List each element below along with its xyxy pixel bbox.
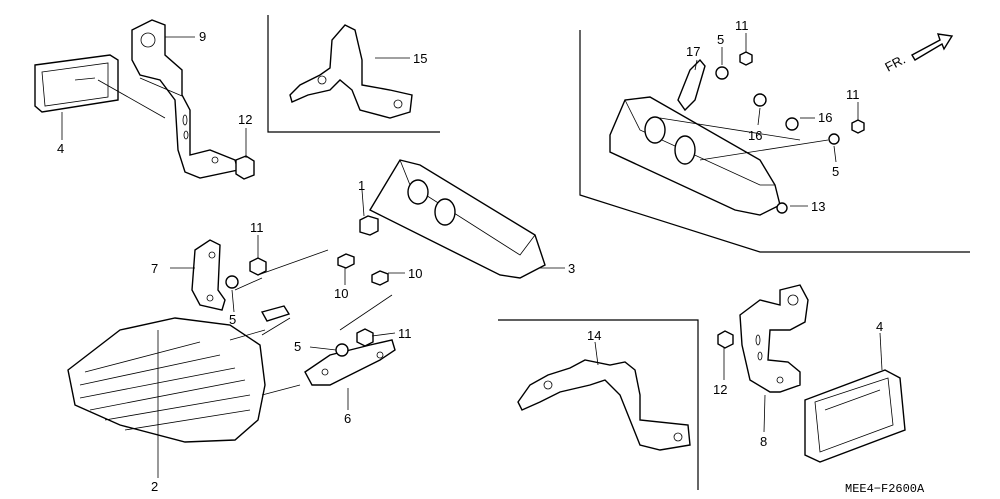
callout-10-b: 10 [408,266,422,281]
callouts: 9 4 12 15 17 5 11 16 16 11 5 13 1 3 11 7… [57,18,883,494]
bracket-14 [517,359,691,451]
diagram-code: MEE4−F2600A [845,482,925,496]
callout-11-right: 11 [846,87,860,102]
callout-8: 8 [760,434,767,449]
callout-17: 17 [686,44,700,59]
callout-14: 14 [587,328,601,343]
reflector-bracket-assembly-right [717,284,906,463]
callout-16-b: 16 [818,110,832,125]
front-direction-arrow-icon: FR. [882,33,954,75]
callout-11-mid: 11 [250,220,264,235]
bracket-15-inset [289,24,413,119]
callout-15: 15 [413,51,427,66]
callout-7: 7 [151,261,158,276]
callout-12-bottom: 12 [713,382,727,397]
callout-16-a: 16 [748,128,762,143]
bracket-6 [304,294,396,386]
callout-2: 2 [151,479,158,494]
tail-light-lens-2 [67,305,301,443]
callout-5-low: 5 [294,339,301,354]
callout-11-low: 11 [398,326,412,341]
callout-6: 6 [344,411,351,426]
callout-12-top: 12 [238,112,252,127]
callout-13: 13 [811,199,825,214]
reflector-bracket-assembly-left [34,19,255,180]
callout-3: 3 [568,261,575,276]
callout-4-right: 4 [876,319,883,334]
license-light-inset [609,51,865,216]
callout-4-left: 4 [57,141,64,156]
callout-11-top: 11 [735,18,749,33]
callout-5-top: 5 [717,32,724,47]
license-light-cover-3 [359,159,546,279]
inset-frames [267,15,970,490]
bracket-7 [191,239,389,311]
callout-5-mid: 5 [229,312,236,327]
direction-label: FR. [882,52,908,75]
callout-1: 1 [358,178,365,193]
callout-5-right: 5 [832,164,839,179]
callout-9: 9 [199,29,206,44]
leader-lines [61,33,883,478]
callout-10-a: 10 [334,286,348,301]
